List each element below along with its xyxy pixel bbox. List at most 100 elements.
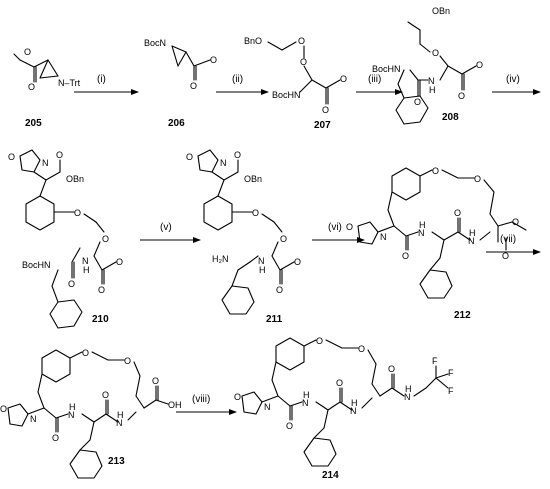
atom-o: O [116, 257, 123, 267]
atom-o: O [68, 279, 75, 289]
atom-o: O [316, 336, 323, 346]
atom-n: N [68, 410, 75, 420]
atom-o: O [340, 74, 347, 84]
atom-f: F [448, 368, 454, 378]
compound-208-structure [395, 21, 477, 125]
step-label-iv: (iv) [506, 74, 520, 85]
atom-o: O [124, 356, 131, 366]
atom-f: F [448, 386, 454, 396]
atom-h: H [429, 85, 436, 95]
compound-id-213: 213 [108, 456, 125, 467]
atom-n: N [258, 256, 265, 266]
atom-o: O [454, 208, 461, 218]
atom-o: O [210, 55, 217, 65]
atom-h: H [351, 398, 358, 408]
atom-o: O [336, 378, 343, 388]
compound-id-206: 206 [168, 118, 185, 129]
atom-h: H [405, 384, 412, 394]
atom-n: N [42, 158, 49, 168]
atom-label-bochn: BocHN [372, 64, 401, 74]
atom-o: O [74, 208, 81, 218]
atom-h: H [303, 390, 310, 400]
atom-f: F [432, 356, 438, 366]
atom-o: O [286, 421, 293, 431]
atom-o: O [190, 81, 197, 91]
compound-id-210: 210 [92, 314, 109, 325]
atom-n: N [30, 414, 37, 424]
atom-o: O [298, 36, 305, 46]
atom-o: O [98, 285, 105, 295]
atom-o: O [358, 344, 365, 354]
atom-o: O [28, 82, 35, 92]
atom-o: O [52, 433, 59, 443]
atom-n: N [404, 392, 411, 402]
atom-label-bno: BnO [244, 36, 262, 46]
atom-o: O [102, 234, 109, 244]
compound-id-214: 214 [322, 470, 339, 481]
atom-o: O [152, 376, 159, 386]
atom-o: O [294, 257, 301, 267]
atom-o: O [474, 174, 481, 184]
atom-label-obn: OBn [432, 6, 450, 16]
atom-h: H [419, 220, 426, 230]
atom-o: O [432, 166, 439, 176]
atom-label-bochn: BocHN [272, 90, 301, 100]
atom-n: N [82, 256, 89, 266]
atom-o: O [82, 348, 89, 358]
compound-214-structure [241, 337, 449, 467]
compound-213-structure [7, 349, 169, 479]
atom-o: O [234, 392, 241, 402]
atom-o: O [280, 234, 287, 244]
atom-o: O [432, 48, 439, 58]
atom-o: O [458, 91, 465, 101]
atom-n: N [418, 228, 425, 238]
atom-n: N [220, 158, 227, 168]
atom-n: N [264, 402, 271, 412]
atom-o: O [502, 251, 509, 261]
atom-label-bocn: BocN [144, 38, 166, 48]
atom-o: O [24, 47, 31, 57]
atom-o: O [388, 364, 395, 374]
atom-o: O [402, 251, 409, 261]
atom-o: O [252, 208, 259, 218]
compound-210-structure [19, 149, 117, 329]
compound-id-205: 205 [25, 118, 42, 129]
step-label-vii: (vii) [500, 234, 516, 245]
atom-label-oh: OH [168, 400, 182, 410]
compound-id-212: 212 [454, 310, 471, 321]
step-label-iii: (iii) [368, 74, 381, 85]
atom-o: O [102, 390, 109, 400]
atom-o: O [414, 97, 421, 107]
compound-206-structure [171, 45, 211, 81]
atom-o: O [186, 152, 193, 162]
atom-n: N [302, 398, 309, 408]
step-label-vi: (vi) [328, 222, 342, 233]
compound-205-structure [13, 53, 59, 83]
step-label-i: (i) [97, 74, 106, 85]
atom-o: O [0, 404, 7, 414]
step-label-ii: (ii) [232, 74, 243, 85]
atom-o: O [476, 60, 483, 70]
compound-id-211: 211 [266, 314, 283, 325]
step-label-v: (v) [160, 222, 172, 233]
compound-212-structure [357, 167, 527, 299]
atom-h: H [69, 402, 76, 412]
atom-o: O [512, 217, 519, 227]
atom-label-obn: OBn [66, 174, 84, 184]
atom-h: H [469, 228, 476, 238]
atom-n: N [380, 232, 387, 242]
atom-label-h2n: H₂N [212, 254, 229, 264]
atom-o: O [346, 222, 353, 232]
atom-o: O [276, 285, 283, 295]
compound-id-208: 208 [442, 112, 459, 123]
compound-207-structure [267, 41, 341, 105]
atom-o: O [322, 105, 329, 115]
step-label-viii: (viii) [192, 394, 210, 405]
atom-o: O [8, 152, 15, 162]
compound-id-207: 207 [314, 120, 331, 131]
atom-h: H [83, 265, 90, 275]
atom-n: N [350, 406, 357, 416]
atom-n: N [116, 418, 123, 428]
atom-label-bochn: BocHN [22, 260, 51, 270]
